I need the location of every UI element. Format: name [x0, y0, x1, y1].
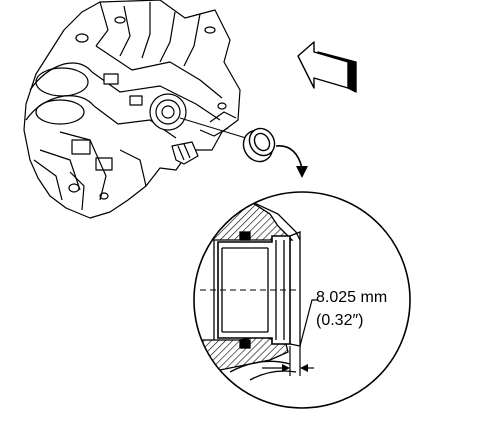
- rear-main-seal: [242, 127, 276, 163]
- engine-block: [23, 0, 241, 219]
- dimension-arrowhead-right: [300, 364, 308, 372]
- dimension-imperial-label: (0.32″): [316, 312, 364, 329]
- detail-view: [193, 191, 411, 409]
- dimension-metric-label: 8.025 mm: [316, 289, 388, 306]
- dimension-arrowhead-left: [282, 364, 290, 372]
- view-direction-arrow-icon: [297, 41, 357, 93]
- leader-line: [179, 117, 247, 139]
- curved-callout-arrow-icon: [275, 145, 308, 178]
